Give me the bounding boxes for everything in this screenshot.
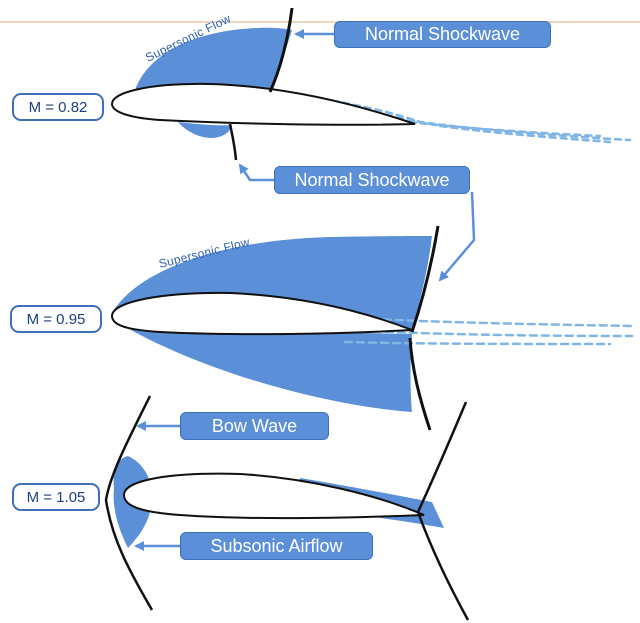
supersonic-region-upper [114, 236, 432, 332]
normal-shockwave-callout-top: Normal Shockwave [334, 21, 551, 48]
airfoil [110, 82, 416, 126]
normal-shockwave-lower [408, 337, 432, 431]
subsonic-airflow-callout: Subsonic Airflow [180, 532, 373, 560]
normal-shockwave-upper [410, 225, 440, 333]
mach-label-095: M = 0.95 [10, 305, 102, 333]
airfoil [122, 472, 425, 520]
arrow-to-panel2-shockwave [438, 191, 476, 282]
normal-shockwave-upper [268, 7, 294, 93]
mach-label-082: M = 0.82 [12, 93, 104, 121]
bow-wave-callout: Bow Wave [180, 412, 329, 440]
supersonic-region-upper [135, 27, 292, 93]
mach-label-105: M = 1.05 [12, 483, 100, 511]
panel-mach-095: Supersonic Flow [110, 191, 634, 431]
normal-shockwave-lower [228, 123, 238, 161]
supersonic-region-lower [122, 325, 412, 412]
supersonic-region-lower [178, 122, 232, 138]
arrow-to-lower-shockwave [238, 163, 274, 182]
bow-wave [104, 395, 154, 611]
trailing-shockwave [416, 401, 470, 621]
normal-shockwave-callout-middle: Normal Shockwave [274, 166, 470, 194]
panel-mach-105 [104, 395, 470, 621]
